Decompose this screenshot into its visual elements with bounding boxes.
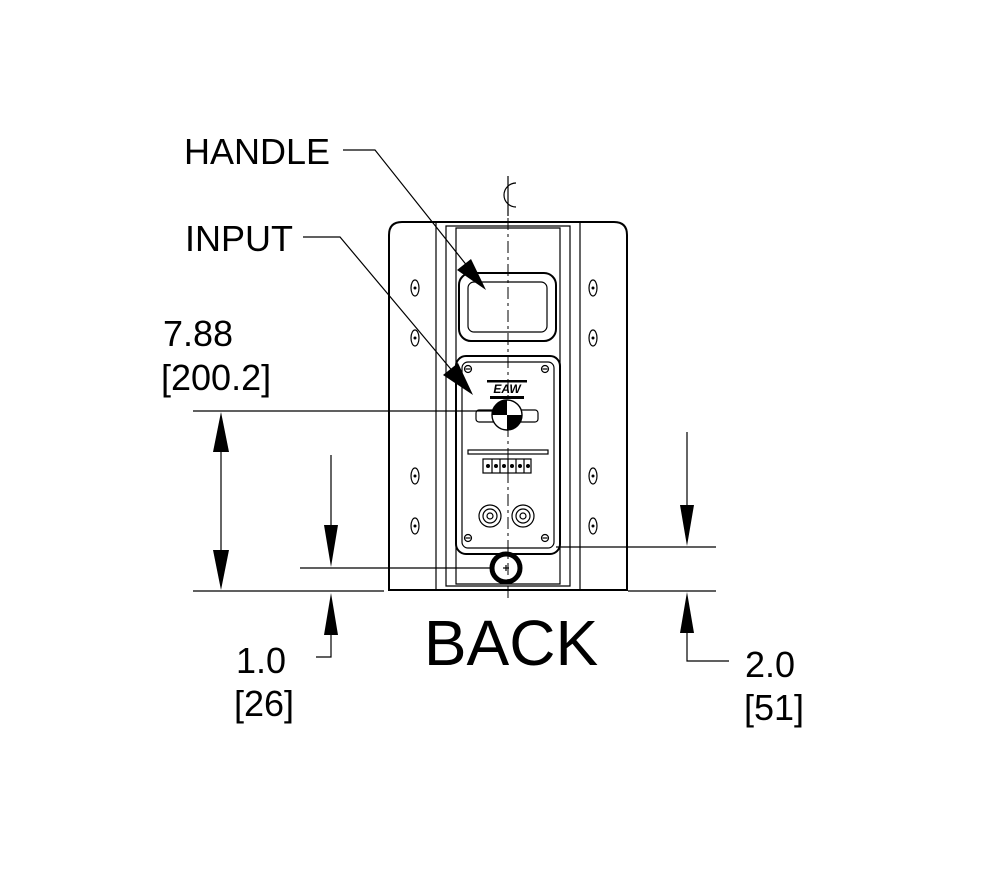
- left-offset-inches: 1.0: [236, 640, 286, 681]
- panel-slot-and-target-icon: [475, 399, 539, 431]
- binding-posts: [478, 504, 535, 528]
- centerline-symbol: [503, 176, 517, 216]
- view-title: BACK: [424, 607, 598, 679]
- height-dim-inches: 7.88: [163, 313, 233, 354]
- right-offset-mm: [51]: [744, 687, 804, 728]
- right-offset-dimension: [556, 432, 729, 662]
- left-offset-mm: [26]: [234, 683, 294, 724]
- svg-text:EAW: EAW: [493, 382, 522, 396]
- handle-label: HANDLE: [184, 131, 330, 172]
- handle-cutout: [458, 272, 557, 342]
- input-label: INPUT: [185, 218, 293, 259]
- right-offset-inches: 2.0: [745, 644, 795, 685]
- height-dim-mm: [200.2]: [161, 357, 271, 398]
- input-leader: [303, 236, 473, 395]
- rigging-point: [489, 551, 523, 585]
- terminal-block: [467, 449, 549, 474]
- left-offset-dimension: [300, 455, 492, 658]
- brand-logo: EAW: [487, 380, 527, 399]
- height-dimension: [193, 410, 507, 592]
- handle-leader: [343, 149, 486, 290]
- mounting-points: [410, 279, 598, 535]
